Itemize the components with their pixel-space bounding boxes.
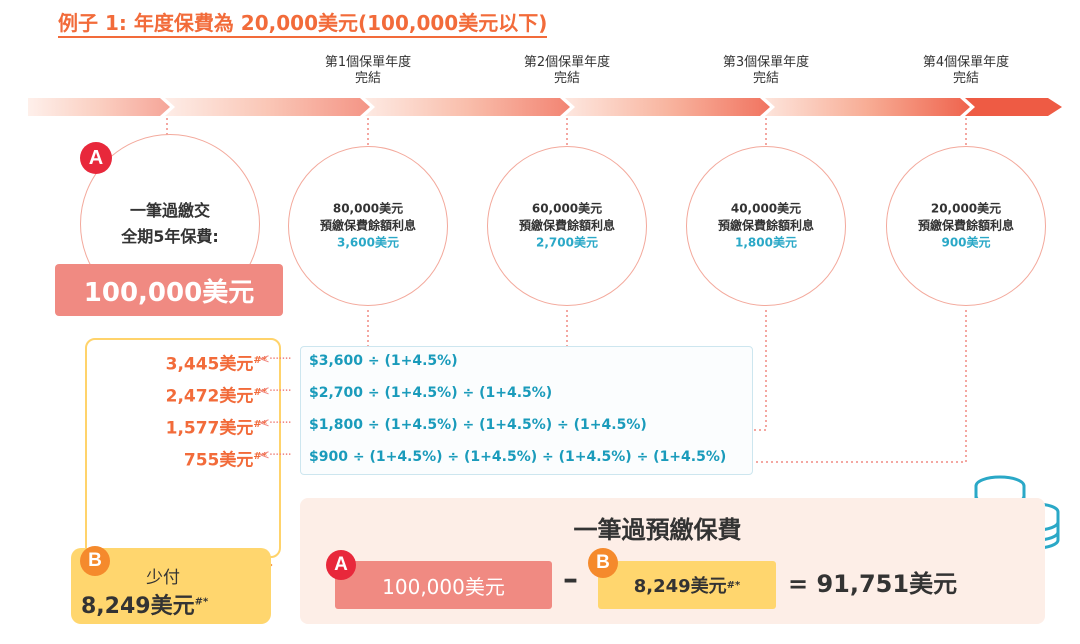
- year-label-3: 第3個保單年度完結: [722, 55, 810, 86]
- circle-balance: 60,000美元: [531, 201, 603, 216]
- minus-sign: –: [563, 562, 578, 597]
- prepay-title: 一筆過預繳保費: [573, 516, 742, 544]
- year-circle-3: 40,000美元 預繳保費餘額利息 1,800美元: [686, 146, 846, 306]
- circle-interest: 3,600美元: [337, 235, 399, 250]
- circle-balance: 40,000美元: [730, 201, 802, 216]
- year-label-1: 第1個保單年度完結: [324, 55, 412, 86]
- summary-amount-a: 100,000美元: [335, 561, 552, 609]
- formula-4: $900 ÷ (1+4.5%) ÷ (1+4.5%) ÷ (1+4.5%) ÷ …: [309, 449, 727, 465]
- arrow-left-icon: <·······: [259, 384, 292, 399]
- circle-label: 預繳保費餘額利息: [717, 218, 814, 233]
- summary-result: = 91,751美元: [788, 570, 958, 598]
- year-circle-1: 80,000美元 預繳保費餘額利息 3,600美元: [288, 146, 448, 306]
- circle-interest: 2,700美元: [536, 235, 598, 250]
- circle-interest: 900美元: [941, 235, 991, 250]
- circle-label: 預繳保費餘額利息: [319, 218, 416, 233]
- circle-label: 預繳保費餘額利息: [518, 218, 615, 233]
- pay-less-value: 8,249美元#*: [81, 594, 209, 619]
- formula-1: $3,600 ÷ (1+4.5%): [309, 353, 458, 369]
- summary-badge-b: B: [588, 548, 618, 578]
- badge-a: A: [80, 142, 112, 174]
- summary-badge-a: A: [326, 550, 356, 580]
- year-circle-4: 20,000美元 預繳保費餘額利息 900美元: [886, 146, 1046, 306]
- formula-3: $1,800 ÷ (1+4.5%) ÷ (1+4.5%) ÷ (1+4.5%): [309, 417, 647, 433]
- arrow-left-icon: <·······: [259, 352, 292, 367]
- circle-interest: 1,800美元: [735, 235, 797, 250]
- badge-b: B: [80, 546, 110, 576]
- circle-balance: 80,000美元: [332, 201, 404, 216]
- arrow-left-icon: <·······: [259, 448, 292, 463]
- discounted-value-2: 2,472美元#*: [165, 386, 267, 407]
- discounted-values-panel: 3,445美元#* 2,472美元#* 1,577美元#* 755美元#*: [85, 338, 281, 558]
- arrow-left-icon: <·······: [259, 416, 292, 431]
- year-circle-2: 60,000美元 預繳保費餘額利息 2,700美元: [487, 146, 647, 306]
- page-title: 例子 1: 年度保費為 20,000美元(100,000美元以下): [58, 10, 548, 38]
- discounted-value-4: 755美元#*: [183, 450, 267, 471]
- circle-label: 預繳保費餘額利息: [917, 218, 1014, 233]
- circle-balance: 20,000美元: [930, 201, 1002, 216]
- pay-less-label: 少付: [146, 568, 180, 588]
- discounted-value-3: 1,577美元#*: [165, 418, 267, 439]
- lump-sum-line1: 一筆過繳交: [129, 201, 210, 220]
- formula-2: $2,700 ÷ (1+4.5%) ÷ (1+4.5%): [309, 385, 553, 401]
- year-label-4: 第4個保單年度完結: [922, 55, 1010, 86]
- prepay-summary-panel: 一筆過預繳保費 100,000美元 A – 8,249美元#* B = 91,7…: [300, 498, 1045, 624]
- lump-sum-line2: 全期5年保費:: [121, 227, 219, 246]
- year-label-2: 第2個保單年度完結: [523, 55, 611, 86]
- lump-sum-amount: 100,000美元: [55, 264, 283, 316]
- formula-panel: $3,600 ÷ (1+4.5%) $2,700 ÷ (1+4.5%) ÷ (1…: [300, 346, 753, 475]
- discounted-value-1: 3,445美元#*: [165, 354, 267, 375]
- timeline-arrow: [28, 98, 1062, 116]
- summary-amount-b: 8,249美元#*: [598, 561, 776, 609]
